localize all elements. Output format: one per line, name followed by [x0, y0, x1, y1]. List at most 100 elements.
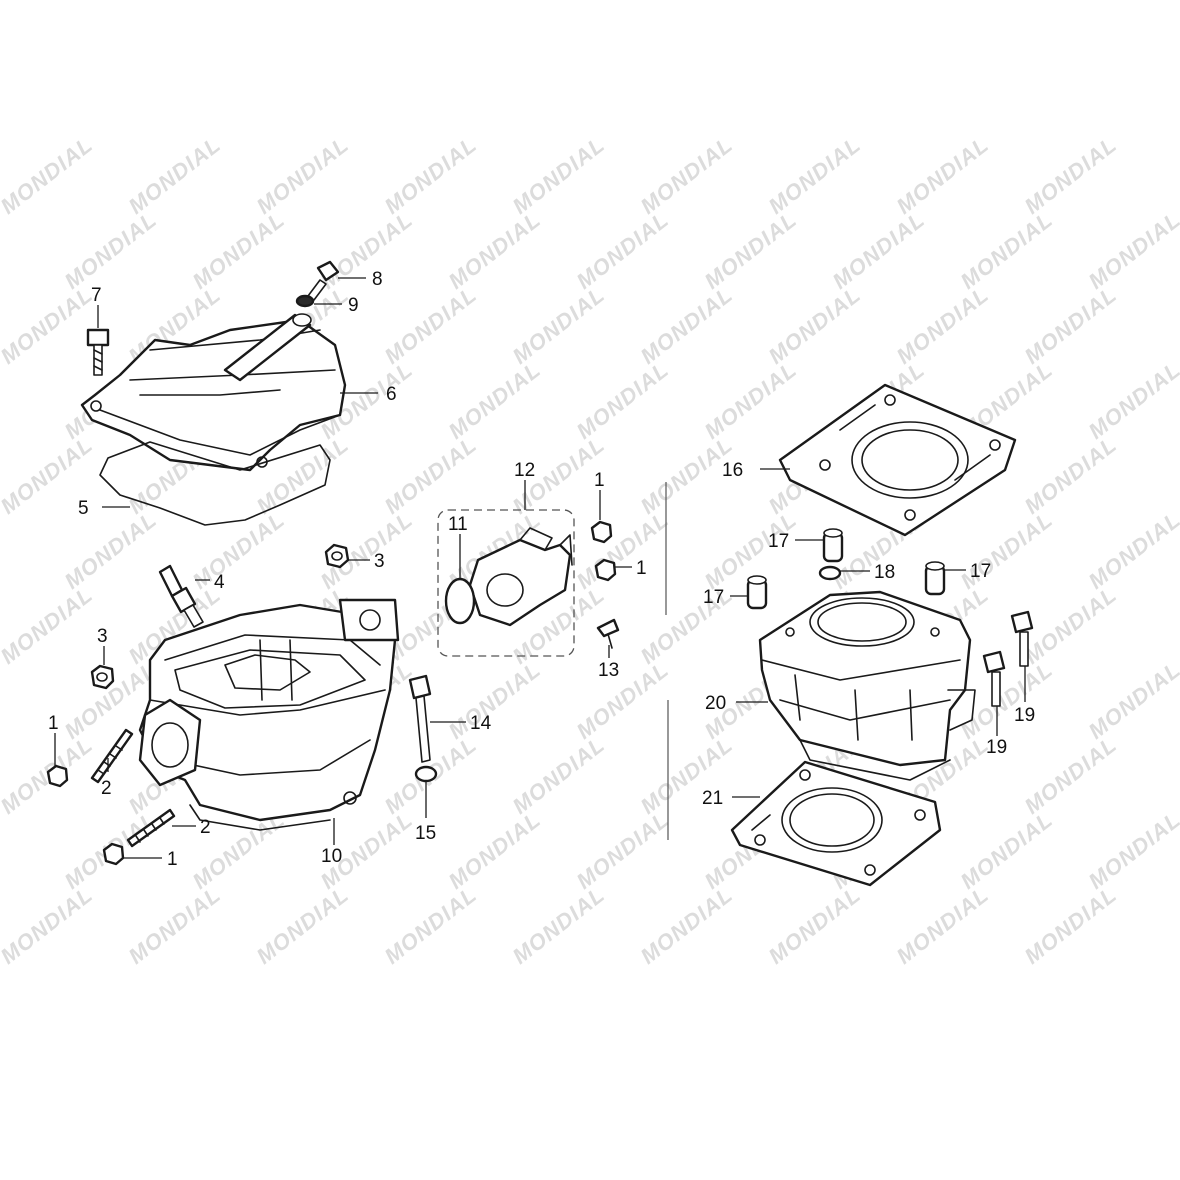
part-bolt-7[interactable] [86, 328, 110, 376]
leader-lines [54, 277, 1026, 859]
part-cylinder-base-gasket[interactable] [730, 760, 942, 887]
part-nut-1-upper-right[interactable] [590, 520, 613, 544]
callout-17-top: 17 [768, 531, 789, 552]
watermark-text: MONDIAL [0, 582, 97, 669]
part-nut-1-left[interactable] [46, 764, 69, 788]
part-nut-1-bottom[interactable] [102, 842, 125, 866]
watermark-text: MONDIAL [700, 357, 802, 444]
watermark-text: MONDIAL [1084, 657, 1180, 744]
watermark-text: MONDIAL [764, 132, 866, 219]
part-dowel-17-top[interactable] [822, 528, 844, 563]
watermark-text: MONDIAL [572, 507, 674, 594]
part-stud-2-lower[interactable] [126, 808, 176, 848]
watermark-text: MONDIAL [0, 882, 97, 969]
part-bolt-13[interactable] [596, 618, 620, 649]
watermark-text: MONDIAL [508, 732, 610, 819]
part-stud-2-upper[interactable] [90, 728, 134, 784]
callout-20: 20 [705, 693, 726, 714]
callout-6: 6 [386, 384, 397, 405]
callout-19-left: 19 [986, 737, 1007, 758]
watermark-text: MONDIAL [892, 282, 994, 369]
watermark-text: MONDIAL [956, 657, 1058, 744]
watermark-text: MONDIAL [764, 282, 866, 369]
watermark-text: MONDIAL [1020, 432, 1122, 519]
watermark-text: MONDIAL [956, 807, 1058, 894]
part-valve-cover-gasket[interactable] [99, 441, 331, 526]
part-cylinder-head-gasket[interactable] [778, 383, 1017, 537]
watermark-text: MONDIAL [572, 207, 674, 294]
callout-labels: 7 8 9 6 5 3 4 3 1 2 2 1 10 11 12 1 1 13 … [48, 269, 1035, 870]
part-spark-plug[interactable] [158, 564, 204, 628]
callout-13: 13 [598, 660, 619, 681]
part-cylinder-block[interactable] [758, 590, 976, 781]
watermark-text: MONDIAL [124, 132, 226, 219]
watermark-text: MONDIAL [316, 207, 418, 294]
watermark-text: MONDIAL [508, 882, 610, 969]
callout-3-upper: 3 [374, 551, 385, 572]
part-cylinder-head[interactable] [138, 598, 400, 831]
watermark-text: MONDIAL [508, 282, 610, 369]
callout-15: 15 [415, 823, 436, 844]
callout-2-lower: 2 [200, 817, 211, 838]
callout-18: 18 [874, 562, 895, 583]
part-dowel-17-left[interactable] [746, 575, 768, 610]
callout-2-upper: 2 [101, 778, 112, 799]
part-bolt-19-left[interactable] [982, 650, 1006, 707]
intake-group-box [437, 509, 575, 657]
watermark-text: MONDIAL [444, 207, 546, 294]
watermark-text: MONDIAL [380, 282, 482, 369]
part-nut-1-mid-right[interactable] [594, 558, 617, 582]
part-nut-3-upper[interactable] [324, 543, 350, 569]
watermark-text: MONDIAL [1020, 582, 1122, 669]
part-bolt-19-right[interactable] [1010, 610, 1034, 667]
callout-1-mid-right: 1 [636, 558, 647, 579]
part-bolt-8[interactable] [307, 260, 340, 301]
watermark-text: MONDIAL [572, 657, 674, 744]
watermark-text: MONDIAL [1084, 357, 1180, 444]
part-valve-cover[interactable] [80, 313, 347, 472]
callout-14: 14 [470, 713, 492, 734]
part-intake-manifold[interactable] [468, 527, 573, 627]
watermark-text: MONDIAL [892, 132, 994, 219]
watermark-text: MONDIAL [1020, 132, 1122, 219]
callout-17-right: 17 [970, 561, 991, 582]
part-o-ring-18[interactable] [818, 565, 842, 581]
callout-1-upper-right: 1 [594, 470, 605, 491]
part-washer-9[interactable] [295, 294, 315, 308]
watermark-text: MONDIAL [444, 807, 546, 894]
part-o-ring-11[interactable] [444, 577, 476, 625]
watermark-text: MONDIAL [1020, 732, 1122, 819]
watermark-text: MONDIAL [444, 357, 546, 444]
callout-1-left: 1 [48, 713, 59, 734]
callout-4: 4 [214, 572, 225, 593]
watermark-text: MONDIAL [1020, 882, 1122, 969]
callout-12: 12 [514, 460, 535, 481]
watermark-text: MONDIAL [572, 357, 674, 444]
callout-17-left: 17 [703, 587, 724, 608]
callout-11: 11 [448, 514, 468, 535]
callout-5: 5 [78, 498, 89, 519]
watermark-text: MONDIAL [380, 132, 482, 219]
watermark-text: MONDIAL [60, 507, 162, 594]
part-dowel-17-right[interactable] [924, 561, 946, 596]
part-washer-15[interactable] [414, 765, 438, 783]
watermark-text: MONDIAL [1084, 807, 1180, 894]
watermark-text: MONDIAL [572, 807, 674, 894]
callout-21: 21 [702, 788, 723, 809]
callout-19-right: 19 [1014, 705, 1035, 726]
callout-1-bottom: 1 [167, 849, 178, 870]
watermark-text: MONDIAL [444, 657, 546, 744]
part-long-bolt-14[interactable] [408, 674, 432, 763]
watermark-text: MONDIAL [380, 882, 482, 969]
callout-16: 16 [722, 460, 743, 481]
watermark-text: MONDIAL [0, 282, 97, 369]
callout-9: 9 [348, 295, 359, 316]
part-nut-3-lower[interactable] [90, 664, 115, 690]
watermark-text: MONDIAL [636, 132, 738, 219]
watermark-text: MONDIAL [956, 207, 1058, 294]
watermark-text: MONDIAL [764, 882, 866, 969]
watermark-text: MONDIAL [252, 882, 354, 969]
watermark-text: MONDIAL [892, 882, 994, 969]
